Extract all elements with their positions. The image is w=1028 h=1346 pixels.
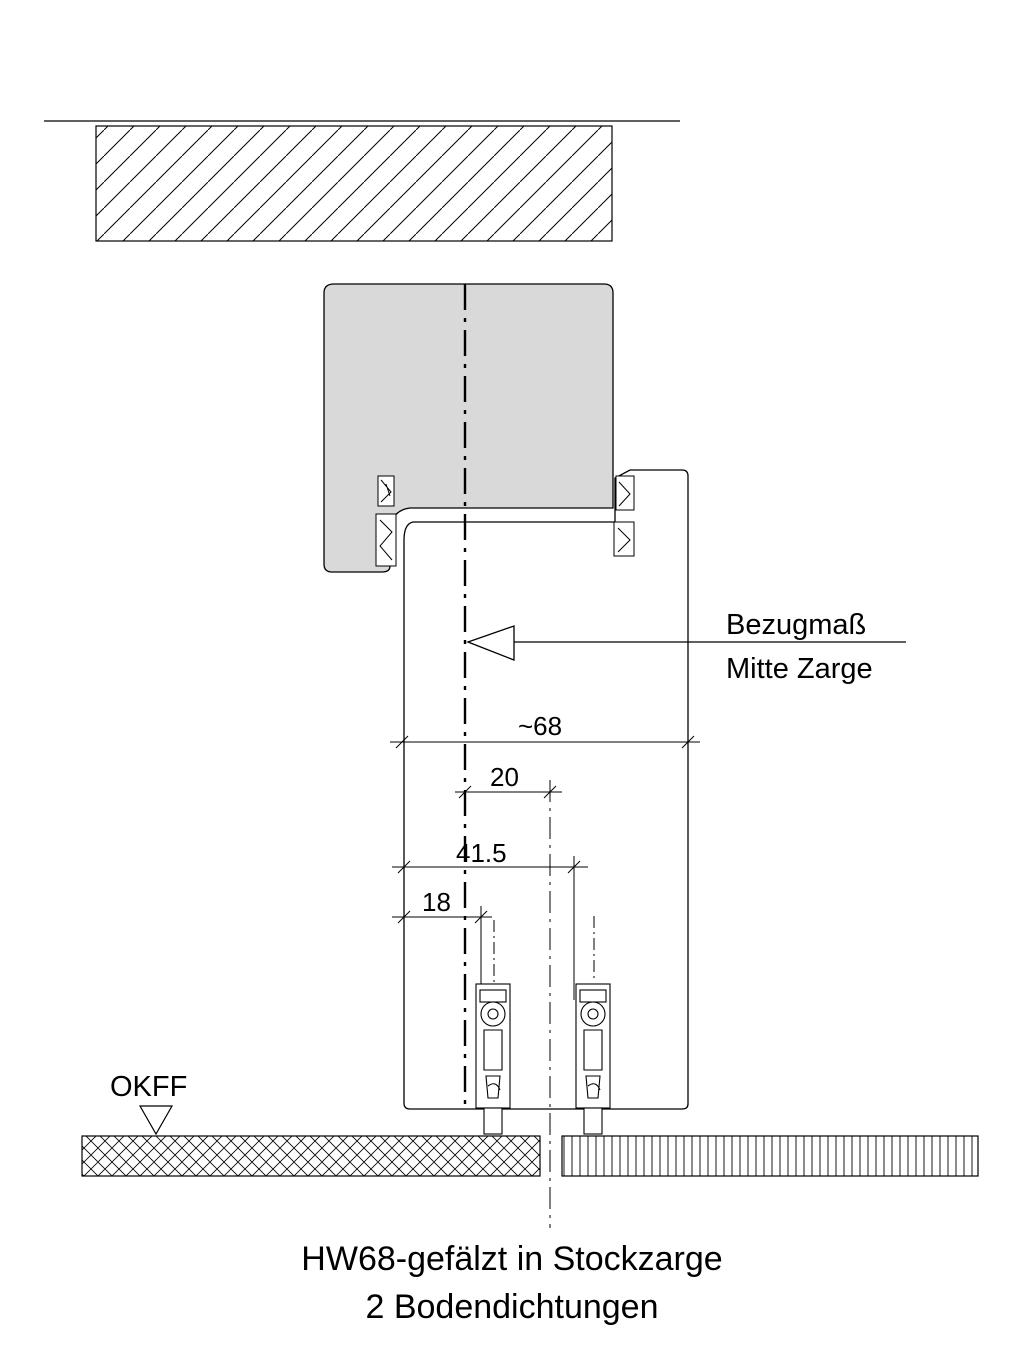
floor-seal-1 bbox=[475, 983, 511, 1135]
dimension-lines bbox=[390, 735, 700, 1228]
floor-left bbox=[81, 1135, 541, 1177]
caption-line1: HW68-gefälzt in Stockzarge bbox=[301, 1240, 722, 1278]
dimension-second-seal: 41.5 bbox=[456, 838, 507, 868]
floor-level-marker bbox=[138, 1105, 174, 1136]
dimension-first-seal: 18 bbox=[422, 887, 451, 917]
door-leaf bbox=[403, 469, 689, 1110]
lintel-wall bbox=[44, 120, 680, 242]
dimension-door-thickness: ~68 bbox=[518, 711, 562, 741]
caption-line2: 2 Bodendichtungen bbox=[365, 1288, 658, 1326]
floor-seal-2 bbox=[575, 983, 611, 1135]
dimension-center-offset: 20 bbox=[490, 762, 519, 792]
right-gasket bbox=[613, 475, 635, 557]
floor-right bbox=[561, 1135, 979, 1177]
reference-marker bbox=[466, 625, 906, 661]
reference-label-line1: Bezugmaß bbox=[726, 609, 866, 641]
door-frame bbox=[323, 283, 614, 573]
left-gasket bbox=[375, 475, 397, 567]
floor-level-label: OKFF bbox=[110, 1071, 187, 1103]
reference-label-line2: Mitte Zarge bbox=[726, 653, 873, 685]
